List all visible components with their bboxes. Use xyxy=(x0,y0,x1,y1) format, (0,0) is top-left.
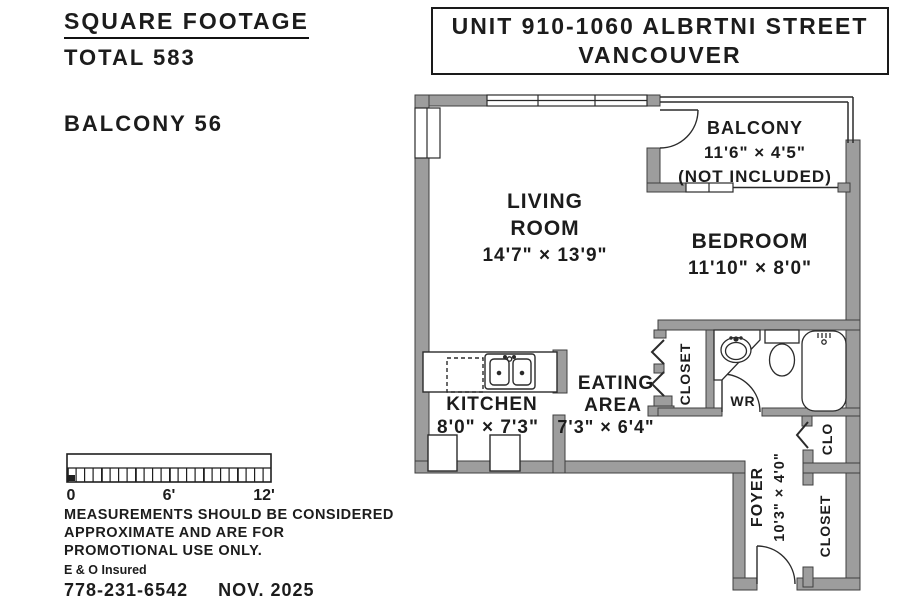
eating-area-dims: 7'3" × 6'4" xyxy=(557,417,654,437)
title-box: UNIT 910-1060 ALBRTNI STREET VANCOUVER xyxy=(431,7,889,75)
living-room-dims: 14'7" × 13'9" xyxy=(482,245,607,266)
bathroom-sink-icon xyxy=(720,336,752,364)
total-sqft-label: TOTAL 583 xyxy=(64,45,196,70)
phone-number: 778-231-6542 xyxy=(64,580,189,600)
disclaimer-line-3: PROMOTIONAL USE ONLY. xyxy=(64,543,263,559)
plan-date: NOV. 2025 xyxy=(218,580,315,600)
clo-bifold-door xyxy=(795,421,809,449)
hall-closet-bifold-doors xyxy=(650,339,665,397)
bedroom-dims: 11'10" × 8'0" xyxy=(688,258,812,279)
summary-panel: SQUARE FOOTAGE TOTAL 583 BALCONY 56 xyxy=(64,8,394,137)
wall-kitchen-stub-bottom xyxy=(552,414,566,474)
eo-insured-line: E & O Insured xyxy=(64,563,147,577)
bathroom-fixtures xyxy=(713,329,847,412)
bedroom-label: BEDROOM xyxy=(692,230,809,253)
wall-bottom-main xyxy=(414,460,746,474)
walls xyxy=(414,94,861,591)
disclaimer-block: MEASUREMENTS SHOULD BE CONSIDERED APPROX… xyxy=(64,506,424,599)
balcony-sqft-label: BALCONY 56 xyxy=(64,111,223,136)
wall-bottom-entry-left xyxy=(732,577,758,591)
wall-clo-stub-top xyxy=(801,415,813,427)
kitchen-sink-icon xyxy=(484,353,536,390)
disclaimer-line-1: MEASUREMENTS SHOULD BE CONSIDERED xyxy=(64,507,394,523)
kitchen-fixtures xyxy=(422,351,558,472)
balcony-railing xyxy=(660,96,854,189)
kitchen-cabinet-2 xyxy=(489,434,521,472)
eating-area-label-1: EATING xyxy=(578,373,654,394)
eating-area-label-2: AREA xyxy=(584,395,642,416)
balcony-dims: 11'6" × 4'5" xyxy=(704,143,806,162)
wall-clo-closet-divider xyxy=(802,462,861,474)
wall-right xyxy=(845,139,861,588)
wall-closet-jamb-top xyxy=(653,329,667,339)
wall-top-post xyxy=(646,94,661,107)
unit-address-line: UNIT 910-1060 ALBRTNI STREET xyxy=(451,13,869,39)
wall-bedroom-bottom xyxy=(657,319,861,331)
wall-foyer-left xyxy=(732,472,746,588)
wall-closet-jamb-mid xyxy=(653,363,665,374)
wall-closet-entry-stub-bottom xyxy=(802,566,814,588)
contact-line: 778-231-6542 NOV. 2025 xyxy=(64,581,424,599)
living-room-label-1: LIVING xyxy=(507,190,583,213)
windows xyxy=(414,94,734,193)
scale-bar: 0 6' 12' xyxy=(66,453,275,504)
bathtub-icon xyxy=(801,330,847,412)
wr-label: WR xyxy=(730,393,755,409)
balcony-door xyxy=(659,109,699,149)
wall-bathroom-bottom-left xyxy=(657,407,723,417)
wall-closet-bathroom-divider xyxy=(705,329,715,409)
square-footage-heading: SQUARE FOOTAGE xyxy=(64,8,309,39)
scale-mid-label: 6' xyxy=(163,487,176,504)
kitchen-label: KITCHEN xyxy=(446,394,537,415)
clo-label: CLO xyxy=(819,423,835,456)
entry-door xyxy=(756,545,796,585)
city-line: VANCOUVER xyxy=(578,42,742,68)
disclaimer-line-2: APPROXIMATE AND ARE FOR xyxy=(64,525,285,541)
scale-end-label: 12' xyxy=(253,487,275,504)
balcony-label: BALCONY xyxy=(707,118,803,138)
kitchen-dims: 8'0" × 7'3" xyxy=(437,417,539,438)
floorplan-drawing: BALCONY 11'6" × 4'5" (NOT INCLUDED) LIVI… xyxy=(414,94,861,591)
entry-closet-label: CLOSET xyxy=(817,495,833,558)
balcony-note: (NOT INCLUDED) xyxy=(678,167,832,186)
wall-closet-jamb-bottom xyxy=(653,395,673,407)
doors xyxy=(650,109,809,585)
kitchen-cabinet-1 xyxy=(427,434,458,472)
scale-zero-block xyxy=(68,475,75,481)
living-room-label-2: ROOM xyxy=(510,217,579,240)
foyer-label: FOYER xyxy=(749,467,766,527)
wall-balcony-bottom-right xyxy=(837,182,851,193)
kitchen-appliance-dashed xyxy=(446,357,484,393)
room-labels: BALCONY 11'6" × 4'5" (NOT INCLUDED) LIVI… xyxy=(437,118,835,557)
foyer-dims: 10'3" × 4'0" xyxy=(772,452,788,542)
toilet-icon xyxy=(764,329,800,377)
scale-start-label: 0 xyxy=(67,487,76,504)
hall-closet-label: CLOSET xyxy=(677,343,693,406)
